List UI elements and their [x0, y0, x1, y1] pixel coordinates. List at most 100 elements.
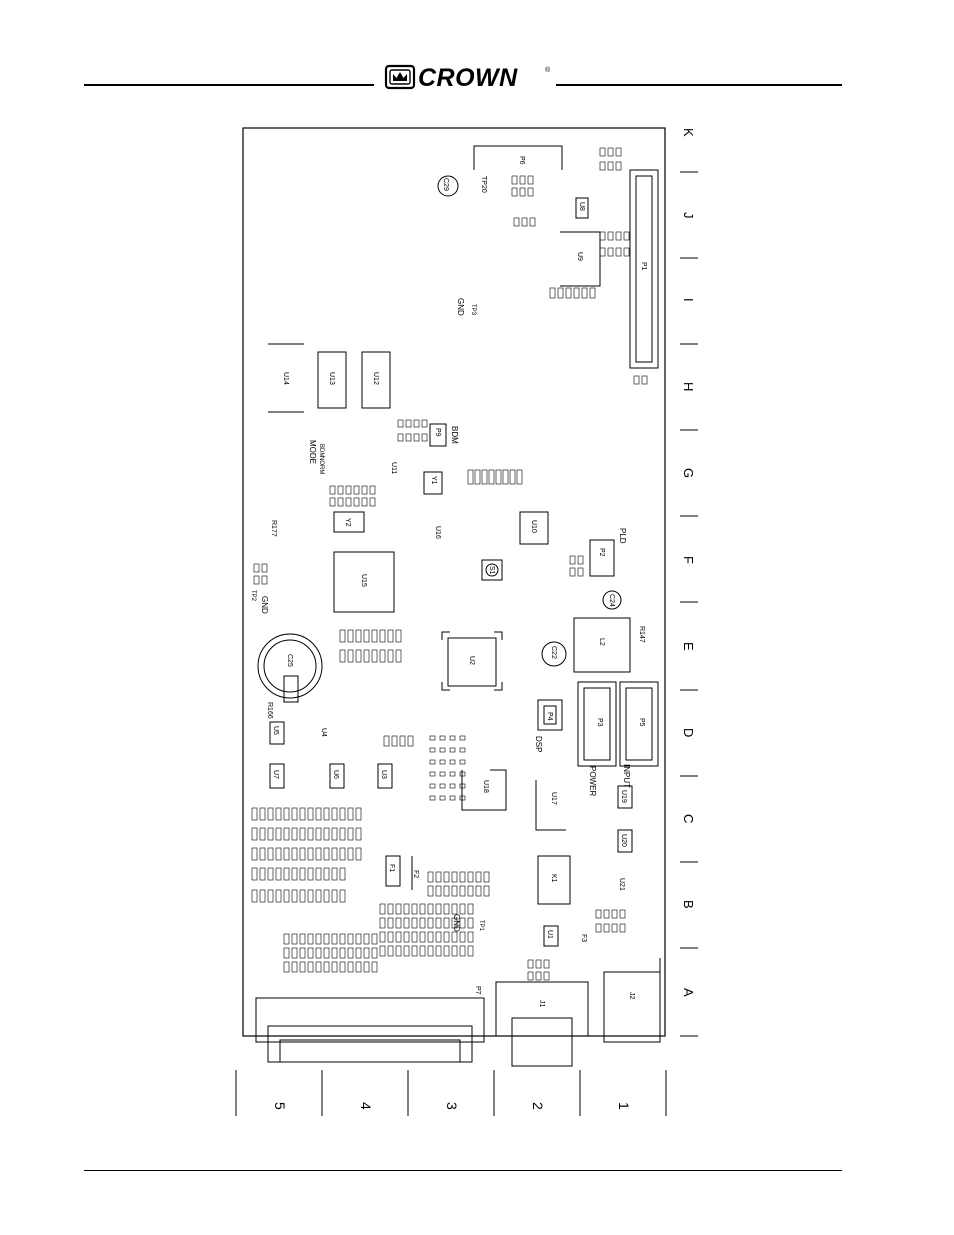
- f1-label: F1: [388, 864, 395, 872]
- p3-label: P3: [596, 718, 603, 727]
- crown-logo: CROWN ®: [384, 62, 554, 92]
- passive-footprint: [267, 847, 274, 861]
- u19-label: U19: [620, 790, 627, 803]
- passive-footprint: [439, 747, 446, 753]
- c24-label: C24: [608, 594, 615, 607]
- crown-emblem-icon: [384, 64, 416, 90]
- passive-footprint: [439, 783, 446, 789]
- passive-footprint: [543, 959, 550, 969]
- p5-label: P5: [638, 718, 645, 727]
- passive-footprint: [395, 945, 402, 957]
- passive-footprint: [603, 909, 610, 919]
- row-label: F: [681, 556, 696, 564]
- passive-footprint: [283, 947, 290, 959]
- passive-footprint: [339, 629, 346, 643]
- u15-label: U15: [360, 574, 367, 587]
- passive-footprint: [395, 931, 402, 943]
- passive-footprint: [419, 931, 426, 943]
- y1-label: Y1: [430, 476, 437, 485]
- passive-footprint: [299, 889, 306, 903]
- c29-label: C29: [442, 178, 449, 191]
- passive-footprint: [459, 885, 466, 897]
- passive-footprint: [607, 247, 614, 257]
- u1-label: U1: [546, 930, 553, 939]
- passive-footprint: [323, 961, 330, 973]
- passive-footprint: [347, 947, 354, 959]
- passive-footprint: [577, 567, 584, 577]
- u19-chip: [617, 785, 633, 809]
- p4-connector: [537, 699, 563, 731]
- passive-footprint: [549, 287, 556, 299]
- row-ruler: [680, 171, 698, 1037]
- u8-chip: [575, 197, 589, 219]
- passive-footprint: [291, 807, 298, 821]
- board-outline: [242, 127, 666, 1037]
- row-label: J: [681, 212, 696, 219]
- passive-footprint: [345, 485, 352, 495]
- passive-footprint: [395, 649, 402, 663]
- passive-footprint: [411, 945, 418, 957]
- passive-footprint: [339, 947, 346, 959]
- passive-footprint: [623, 231, 630, 241]
- j1-label: J1: [538, 1000, 545, 1008]
- passive-footprint: [331, 807, 338, 821]
- column-label: 4: [358, 1102, 374, 1110]
- p7-connector: [255, 997, 485, 1043]
- u11-label: U11: [390, 462, 397, 474]
- passive-footprint: [413, 419, 420, 428]
- bdm-small-label: BDM: [318, 444, 324, 457]
- passive-footprint: [267, 867, 274, 881]
- passive-footprint: [521, 217, 528, 227]
- p7-label: P7: [474, 986, 481, 995]
- passive-footprint: [397, 433, 404, 442]
- passive-footprint: [355, 961, 362, 973]
- silkscreen-text-labels: MODE BDM NORM BDM PLD DSP POWER INPUT GN…: [250, 176, 631, 932]
- passive-footprint: [427, 871, 434, 883]
- passive-footprint: [299, 961, 306, 973]
- passive-footprint: [429, 747, 436, 753]
- passive-footprint: [474, 469, 481, 485]
- passive-footprint: [391, 735, 398, 747]
- power-label: POWER: [588, 766, 597, 796]
- passive-footprint: [251, 889, 258, 903]
- passive-footprint: [331, 827, 338, 841]
- passive-footprint: [383, 735, 390, 747]
- passive-footprint: [599, 231, 606, 241]
- u21-label: U21: [618, 878, 625, 891]
- passive-footprint: [353, 485, 360, 495]
- passive-footprint: [331, 947, 338, 959]
- row-label: A: [681, 988, 696, 997]
- passive-footprint: [267, 807, 274, 821]
- passive-footprint: [595, 923, 602, 933]
- passive-footprint: [569, 567, 576, 577]
- passive-footprint: [371, 933, 378, 945]
- passive-footprint: [449, 771, 456, 777]
- passive-footprint: [283, 889, 290, 903]
- input-label: INPUT: [622, 764, 631, 788]
- p3-connector: [577, 681, 617, 767]
- passive-footprint: [347, 933, 354, 945]
- p9-label: P9: [434, 428, 441, 437]
- u13-chip: [317, 351, 347, 409]
- p2-label: P2: [598, 548, 605, 557]
- u10-chip: [519, 511, 549, 545]
- passive-footprint: [435, 931, 442, 943]
- passive-footprint: [619, 923, 626, 933]
- passive-footprint: [405, 433, 412, 442]
- passive-footprint: [259, 827, 266, 841]
- passive-footprint: [513, 217, 520, 227]
- u16-label: U16: [434, 526, 441, 539]
- passive-footprint: [399, 735, 406, 747]
- passive-footprint: [459, 917, 466, 929]
- passive-footprint: [259, 889, 266, 903]
- l2-inductor: [573, 617, 631, 673]
- passive-footprint: [459, 871, 466, 883]
- passive-footprint: [403, 945, 410, 957]
- passive-footprint: [429, 735, 436, 741]
- passive-footprint: [307, 947, 314, 959]
- passive-footprint: [339, 867, 346, 881]
- passive-footprint: [275, 807, 282, 821]
- passive-footprint: [419, 903, 426, 915]
- passive-footprint: [307, 867, 314, 881]
- passive-footprint: [407, 735, 414, 747]
